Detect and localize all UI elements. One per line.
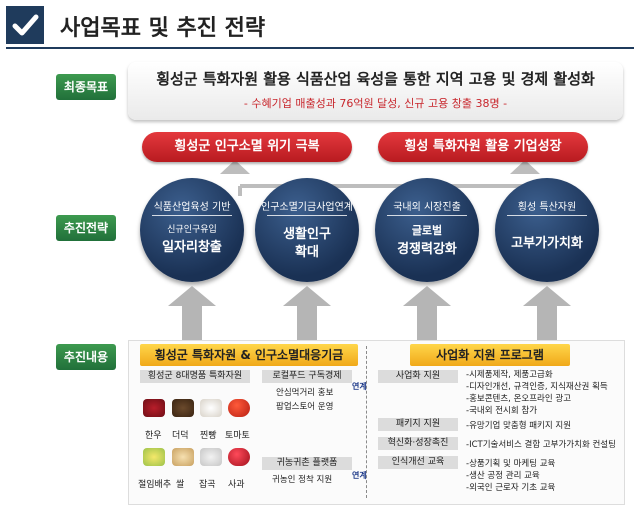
apple-icon — [228, 448, 250, 466]
food-label: 사과 — [228, 480, 245, 490]
strategy-mid-text: 신규인구유입 — [167, 225, 217, 235]
strategy-top-text: 식품산업육성 기반 — [153, 202, 231, 213]
food-label: 절임배추 — [138, 480, 172, 490]
link-label: 연계 — [352, 382, 367, 391]
strategy-top-text: 횡성 특산자원 — [517, 202, 577, 213]
header-divider — [6, 47, 634, 49]
page-title: 사업목표 및 추진 전략 — [60, 16, 266, 41]
support-item: -유망기업 맞춤형 패키지 지원 — [466, 421, 572, 431]
goal-panel — [128, 62, 623, 120]
food-label: 찐빵 — [200, 431, 217, 441]
strategy-circle-jobs: 식품산업육성 기반 신규인구유입 일자리창출 — [140, 178, 244, 282]
strategy-big-text: 일자리창출 — [162, 240, 222, 255]
strategy-top-text: 인구소멸기금사업연계 — [261, 202, 353, 213]
food-label: 쌀 — [176, 480, 185, 490]
jjinppang-icon — [200, 399, 222, 417]
program1-item: 안심먹거리 홍보 — [276, 388, 334, 398]
right-section-title: 사업화 지원 프로그램 — [410, 344, 570, 366]
food-label: 더덕 — [172, 431, 189, 441]
pill-population-crisis: 횡성군 인구소멸 위기 극복 — [142, 132, 352, 162]
strategy-circle-value: 횡성 특산자원 고부가가치화 — [495, 178, 599, 282]
support-item: -외국인 근로자 기초 교육 — [466, 483, 556, 493]
strategy-mid-text: 글로벌 — [411, 224, 443, 237]
resource-box: 횡성군 8대명품 특화자원 — [140, 370, 250, 383]
support-item: -디자인개선, 규격인증, 지식재산권 획득 — [466, 382, 608, 392]
local-food-box: 로컬푸드 구독경제 — [262, 370, 352, 383]
cabbage-icon — [143, 448, 165, 466]
program1-item: 팝업스토어 운영 — [276, 402, 334, 412]
food-label: 토마토 — [225, 431, 250, 441]
header-check-box — [6, 6, 44, 44]
up-arrow-icon — [403, 286, 451, 306]
support-row-label: 혁신화·성장촉진 — [378, 437, 458, 450]
strategy-circle-population: 인구소멸기금사업연계 생활인구 확대 — [255, 178, 359, 282]
up-arrow-stem — [297, 306, 317, 340]
strategy-big-text: 경쟁력강화 — [397, 242, 457, 257]
tomato-icon — [228, 399, 250, 417]
up-arrow-stem — [182, 306, 202, 340]
final-goal-tag: 최종목표 — [56, 74, 116, 100]
goal-main-text: 횡성군 특화자원 활용 식품산업 육성을 통한 지역 고용 및 경제 활성화 — [156, 70, 595, 88]
content-panel — [128, 340, 625, 505]
support-item: -ICT기술서비스 결합 고부가가치화 컨설팅 — [466, 440, 616, 450]
strategy-circle-global: 국내외 시장진출 글로벌 경쟁력강화 — [375, 178, 479, 282]
content-tag: 추진내용 — [56, 344, 116, 370]
support-row-label: 패키지 지원 — [378, 418, 458, 431]
program2-item: 귀농인 정착 지원 — [272, 475, 333, 485]
support-item: -홍보콘텐츠, 온오프라인 광고 — [466, 394, 572, 404]
support-item: -국내외 전시회 참가 — [466, 406, 538, 416]
support-row-label: 인식개선 교육 — [378, 456, 458, 469]
checkmark-icon — [12, 14, 39, 36]
strategy-tag: 추진전략 — [56, 215, 116, 241]
support-item: -생산 공정 관리 교육 — [466, 471, 540, 481]
up-arrow-stem — [537, 306, 557, 340]
goal-sub-text: - 수혜기업 매출성과 76억원 달성, 신규 고용 창출 38명 - — [243, 97, 508, 110]
up-arrow-icon — [168, 286, 216, 306]
link-label: 연계 — [352, 471, 367, 480]
strategy-big-text: 고부가가치화 — [511, 236, 583, 251]
support-item: -시제품제작, 제품고급화 — [466, 370, 553, 380]
return-farm-box: 귀농귀촌 플랫폼 — [262, 457, 352, 470]
food-label: 한우 — [145, 431, 162, 441]
up-arrow-stem — [417, 306, 437, 340]
up-arrow-icon — [283, 286, 331, 306]
food-label: 잡곡 — [199, 480, 216, 490]
pill-business-growth: 횡성 특화자원 활용 기업성장 — [378, 132, 588, 162]
rice-icon — [172, 448, 194, 466]
hanwoo-icon — [143, 399, 165, 417]
support-item: -상품기획 및 마케팅 교육 — [466, 459, 556, 469]
up-arrow-icon — [523, 286, 571, 306]
strategy-big-text: 생활인구 확대 — [283, 227, 331, 260]
strategy-top-text: 국내외 시장진출 — [393, 202, 461, 213]
support-row-label: 사업화 지원 — [378, 370, 458, 383]
left-section-title: 횡성군 특화자원 & 인구소멸대응기금 — [140, 344, 358, 366]
grain-icon — [200, 448, 222, 466]
deodeok-icon — [172, 399, 194, 417]
section-divider — [366, 346, 367, 498]
